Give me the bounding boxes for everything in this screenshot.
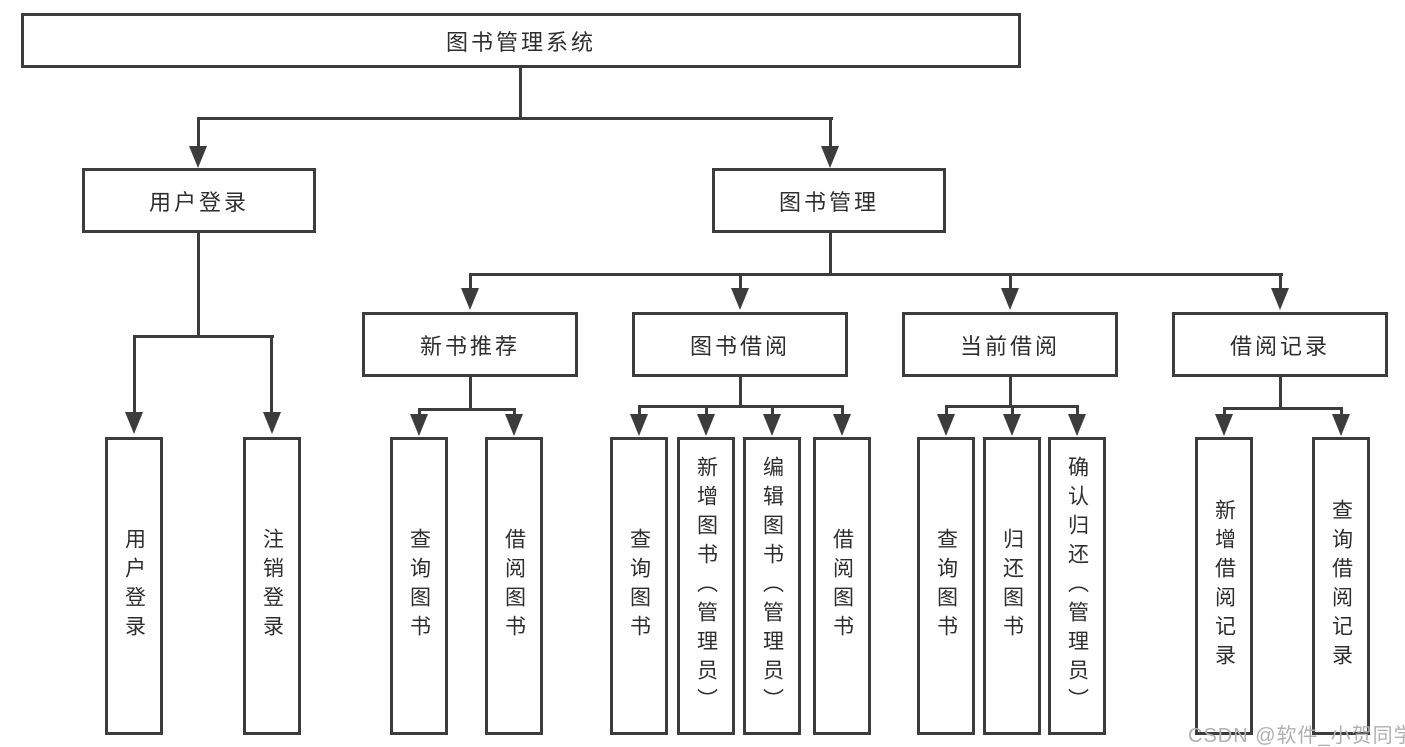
arrow-down-icon [697, 414, 715, 436]
node-book-borrowing: 图书借阅 [632, 312, 848, 377]
connector-line [1076, 405, 1079, 415]
leaf-borrow-books-recommend: 借阅图书 [485, 437, 543, 735]
connector-line [1340, 407, 1343, 415]
arrow-down-icon [821, 146, 839, 168]
connector-line [638, 405, 844, 408]
connector-line [1223, 407, 1343, 410]
node-user-login: 用户登录 [82, 168, 316, 233]
connector-line [829, 117, 832, 148]
connector-line [739, 273, 742, 290]
connector-line [197, 233, 200, 336]
leaf-query-borrow-record-label: 查询借阅记录 [1329, 499, 1353, 673]
leaf-confirm-return-admin: 确认归还（管理员） [1048, 437, 1106, 735]
connector-line [739, 377, 742, 406]
node-library-system: 图书管理系统 [21, 13, 1021, 68]
arrow-down-icon [763, 414, 781, 436]
arrow-down-icon [1068, 414, 1086, 436]
connector-line [418, 408, 421, 415]
node-current-borrowing: 当前借阅 [902, 312, 1118, 377]
leaf-borrow-books-label: 借阅图书 [830, 528, 854, 644]
arrow-down-icon [833, 414, 851, 436]
arrow-down-icon [731, 288, 749, 310]
node-new-book-recommend: 新书推荐 [362, 312, 578, 377]
arrow-down-icon [1215, 414, 1233, 436]
connector-line [1011, 405, 1014, 415]
node-new-book-recommend-label: 新书推荐 [419, 333, 520, 359]
leaf-logout-label: 注销登录 [260, 528, 284, 644]
node-borrow-records: 借阅记录 [1172, 312, 1388, 377]
leaf-edit-books-admin: 编辑图书（管理员） [743, 437, 801, 735]
arrow-down-icon [630, 414, 648, 436]
connector-line [1279, 377, 1282, 408]
leaf-user-login-label: 用户登录 [122, 528, 146, 644]
connector-line [513, 408, 516, 415]
leaf-query-books-current-label: 查询图书 [934, 528, 958, 644]
connector-line [638, 405, 641, 415]
leaf-confirm-return-admin-label: 确认归还（管理员） [1065, 455, 1089, 717]
arrow-down-icon [461, 288, 479, 310]
connector-line [270, 335, 273, 413]
connector-line [1223, 407, 1226, 415]
leaf-logout: 注销登录 [243, 437, 301, 735]
connector-line [469, 377, 472, 409]
connector-line [1009, 273, 1012, 290]
connector-line [841, 405, 844, 415]
connector-line [197, 117, 833, 120]
node-book-management: 图书管理 [712, 168, 946, 233]
arrow-down-icon [1001, 288, 1019, 310]
connector-line [705, 405, 708, 415]
node-library-system-label: 图书管理系统 [445, 29, 596, 55]
leaf-query-books-recommend-label: 查询图书 [407, 528, 431, 644]
connector-line [469, 273, 1283, 276]
leaf-edit-books-admin-label: 编辑图书（管理员） [760, 455, 784, 717]
leaf-query-books-borrowing: 查询图书 [610, 437, 668, 735]
arrow-down-icon [189, 146, 207, 168]
leaf-query-borrow-record: 查询借阅记录 [1312, 437, 1370, 735]
connector-line [519, 68, 522, 118]
leaf-query-books-current: 查询图书 [917, 437, 975, 735]
arrow-down-icon [1271, 288, 1289, 310]
node-user-login-label: 用户登录 [148, 189, 249, 215]
leaf-add-borrow-record: 新增借阅记录 [1195, 437, 1253, 735]
leaf-query-books-recommend: 查询图书 [390, 437, 448, 735]
connector-line [469, 273, 472, 290]
leaf-add-books-admin-label: 新增图书（管理员） [694, 455, 718, 717]
leaf-borrow-books-recommend-label: 借阅图书 [502, 528, 526, 644]
leaf-add-books-admin: 新增图书（管理员） [677, 437, 735, 735]
arrow-down-icon [1003, 414, 1021, 436]
leaf-return-books-label: 归还图书 [1000, 528, 1024, 644]
arrow-down-icon [410, 414, 428, 436]
connector-line [133, 335, 136, 413]
leaf-user-login: 用户登录 [105, 437, 163, 735]
leaf-query-books-borrowing-label: 查询图书 [627, 528, 651, 644]
connector-line [1009, 377, 1012, 406]
connector-line [133, 335, 274, 338]
leaf-add-borrow-record-label: 新增借阅记录 [1212, 499, 1236, 673]
connector-line [418, 408, 516, 411]
connector-line [945, 405, 948, 415]
csdn-watermark: CSDN @软件_小贺同学 [1188, 725, 1405, 747]
node-book-management-label: 图书管理 [778, 189, 879, 215]
arrow-down-icon [263, 412, 281, 434]
arrow-down-icon [937, 414, 955, 436]
arrow-down-icon [1332, 414, 1350, 436]
node-book-borrowing-label: 图书借阅 [689, 333, 790, 359]
node-current-borrowing-label: 当前借阅 [959, 333, 1060, 359]
connector-line [829, 233, 832, 274]
connector-line [1279, 273, 1282, 290]
arrow-down-icon [505, 414, 523, 436]
node-borrow-records-label: 借阅记录 [1229, 333, 1330, 359]
leaf-return-books: 归还图书 [983, 437, 1041, 735]
connector-line [771, 405, 774, 415]
arrow-down-icon [125, 412, 143, 434]
connector-line [197, 117, 200, 148]
leaf-borrow-books: 借阅图书 [813, 437, 871, 735]
